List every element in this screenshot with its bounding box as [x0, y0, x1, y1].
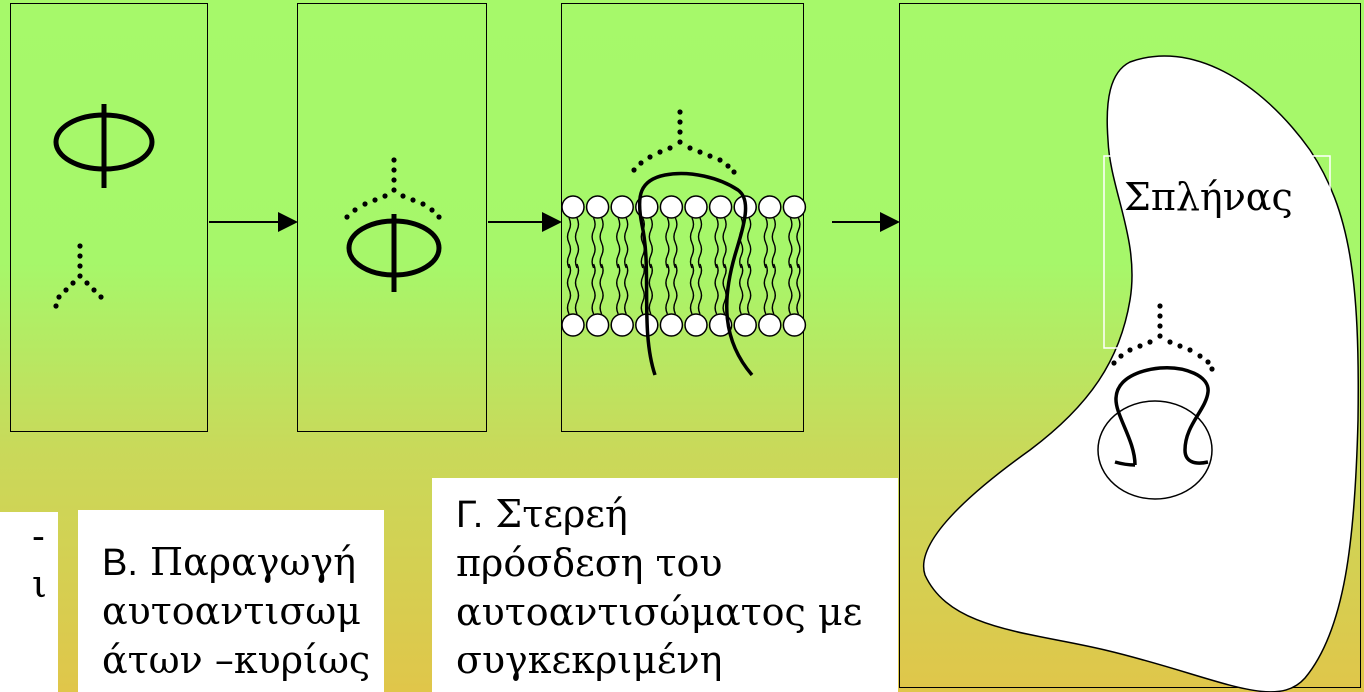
lipid-head: [585, 313, 610, 337]
autoantibody-icon-b: [344, 157, 442, 220]
label-b-line2: αυτοαντισωμ: [102, 589, 361, 634]
spleen-label: Σπλήνας: [1124, 175, 1293, 219]
lipid-tail: [788, 217, 793, 269]
lipid-tail: [714, 263, 719, 315]
lipid-head: [659, 195, 684, 219]
lipid-tail: [771, 263, 776, 315]
autoantibody-icon-d: [1111, 303, 1215, 372]
label-a-line3: ι: [32, 562, 47, 607]
lipid-tail: [566, 217, 572, 269]
cell-outline: [1097, 400, 1213, 500]
lipid-tail: [624, 263, 629, 315]
lipid-tail: [689, 217, 695, 269]
lipid-tail: [566, 263, 572, 315]
lipid-tail: [763, 217, 768, 269]
lipid-tail: [599, 217, 604, 269]
panel-d: [899, 3, 1361, 688]
lipid-tail: [574, 263, 580, 315]
lipid-tail: [616, 263, 621, 315]
lipid-tail: [714, 217, 719, 269]
lipid-tail: [796, 263, 801, 315]
lipid-tail: [771, 217, 776, 269]
lipid-tail: [747, 217, 752, 269]
lipid-head: [610, 195, 634, 219]
lipid-head: [733, 313, 757, 337]
lipid-tail: [689, 263, 695, 315]
antigen-phi-icon-a: [53, 104, 155, 188]
lipid-head: [782, 195, 807, 219]
lipid-tail: [665, 263, 670, 315]
receptor-icon: [1114, 366, 1210, 467]
lipid-tail: [722, 263, 727, 315]
membrane-bilayer: [561, 195, 807, 337]
antigen-phi-icon-b: [346, 214, 442, 292]
lipid-head: [782, 313, 807, 337]
lipid-head: [684, 195, 708, 219]
label-c-line2: πρόσδεση του: [456, 541, 723, 586]
spleen-label-frame: [1103, 155, 1331, 349]
autoantibody-icon-a: [53, 243, 104, 309]
lipid-tail: [648, 263, 653, 315]
membrane-protein-icon: [637, 171, 754, 377]
lipid-head: [758, 313, 782, 337]
lipid-head: [561, 313, 585, 337]
label-c-line1: Στερεή: [483, 492, 628, 536]
lipid-tail: [624, 217, 629, 269]
lipid-tail: [788, 263, 793, 315]
lipid-head: [561, 195, 585, 219]
label-b-line1: Παραγωγή: [137, 540, 356, 584]
lipid-tail: [665, 217, 670, 269]
lipid-head: [659, 313, 684, 337]
lipid-tail: [763, 263, 768, 315]
autoantibody-icon-c: [631, 109, 737, 175]
lipid-head: [708, 195, 733, 219]
lipid-tail: [616, 217, 621, 269]
lipid-head: [684, 313, 708, 337]
spleen-shape: [922, 55, 1359, 692]
lipid-tail: [673, 217, 678, 269]
lipid-head: [758, 195, 782, 219]
lipid-tail: [722, 217, 727, 269]
label-b-line3: άτων –κυρίως: [102, 637, 371, 682]
lipid-tail: [591, 217, 596, 269]
lipid-tail: [739, 263, 744, 315]
label-c-line3: αυτοαντισώματος με: [456, 589, 863, 634]
label-b-letter: B.: [102, 542, 138, 584]
panel-a: [10, 3, 208, 432]
lipid-tail: [697, 263, 703, 315]
label-c-line4: συγκεκριμένη: [456, 637, 723, 682]
lipid-tail: [591, 263, 596, 315]
lipid-head: [610, 313, 634, 337]
label-box-b: B. Παραγωγή αυτοαντισωμ άτων –κυρίως: [78, 510, 384, 692]
lipid-tail: [574, 217, 580, 269]
label-c-letter: Γ.: [456, 494, 484, 536]
lipid-tail: [640, 263, 645, 315]
lipid-tail: [796, 217, 801, 269]
label-a-line2: -: [32, 514, 45, 558]
lipid-tail: [673, 263, 678, 315]
lipid-tail: [697, 217, 703, 269]
label-box-a: - ι: [0, 512, 58, 692]
lipid-tail: [747, 263, 752, 315]
label-box-c: Γ. Στερεή πρόσδεση του αυτοαντισώματος μ…: [432, 478, 898, 692]
lipid-tail: [648, 217, 653, 269]
lipid-head: [585, 195, 610, 219]
lipid-tail: [599, 263, 604, 315]
